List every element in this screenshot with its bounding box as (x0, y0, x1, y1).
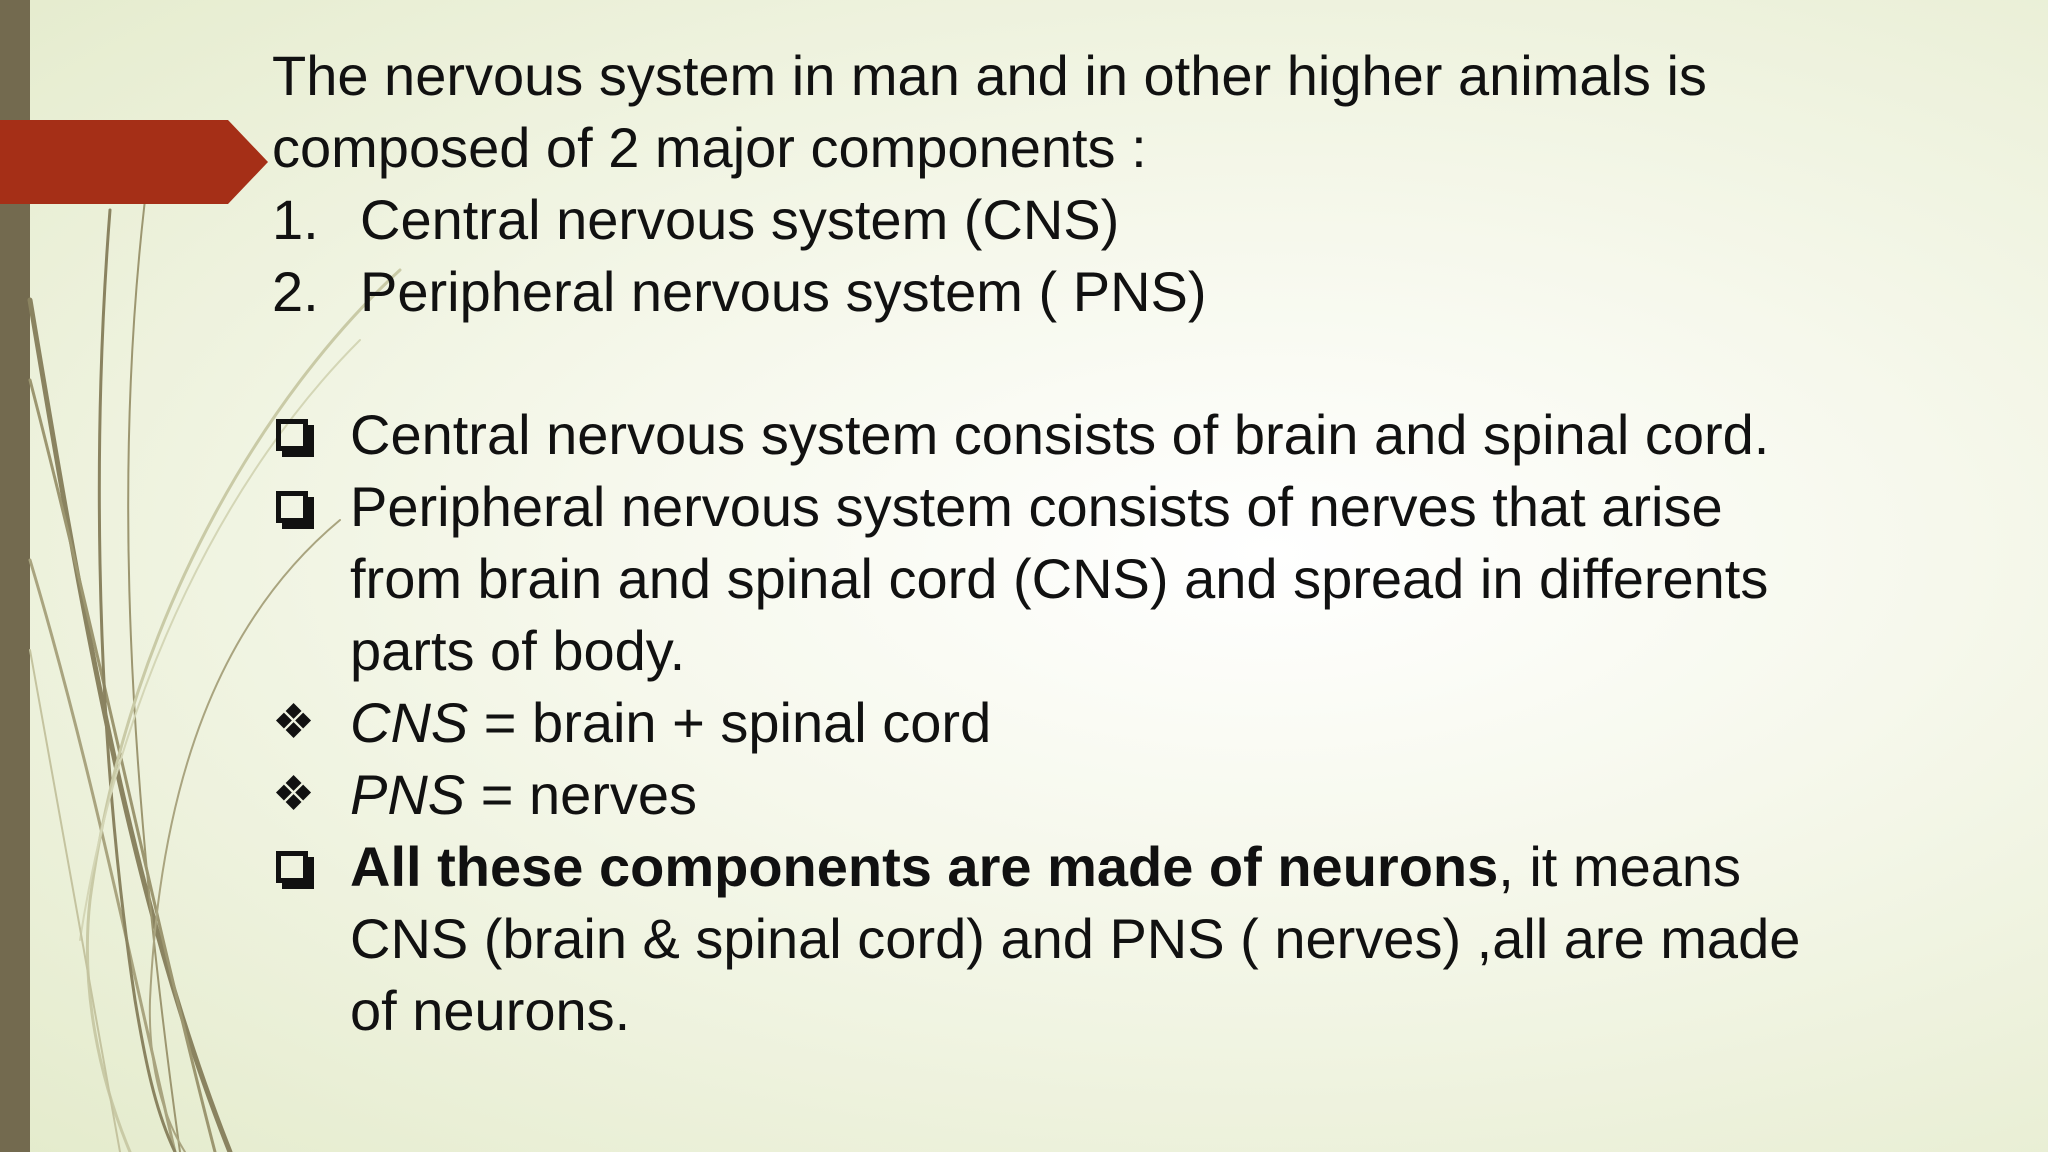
bullet-item-pns-equation: ❖ PNS = nerves (272, 759, 1972, 831)
diamond-bullet-icon: ❖ (272, 696, 316, 749)
square-bullet-icon (272, 399, 350, 471)
bullet-item-cns-equation: ❖ CNS = brain + spinal cord (272, 687, 1972, 759)
bullet-item-neurons: All these components are made of neurons… (272, 831, 1972, 1047)
bullet-text: CNS = brain + spinal cord (350, 691, 992, 754)
component-number: 2. (272, 260, 319, 323)
red-arrow-tab (0, 120, 268, 204)
slide-body: The nervous system in man and in other h… (272, 40, 1972, 1047)
bullet-text: PNS = nerves (350, 763, 698, 826)
component-number: 1. (272, 188, 319, 251)
bullet-item-pns: Peripheral nervous system consists of ne… (272, 471, 1972, 687)
intro-line-2: composed of 2 major components : (272, 116, 1147, 179)
square-bullet-icon (272, 831, 350, 903)
bullet-text: All these components are made of neurons… (350, 835, 1801, 1042)
diamond-bullet-icon: ❖ (272, 768, 316, 821)
bullet-text: Central nervous system consists of brain… (350, 403, 1770, 466)
component-text: Peripheral nervous system ( PNS) (360, 260, 1207, 323)
component-item-2: 2. Peripheral nervous system ( PNS) (272, 256, 1972, 328)
bullet-text: Peripheral nervous system consists of ne… (350, 475, 1769, 682)
square-bullet-icon (272, 471, 350, 543)
component-text: Central nervous system (CNS) (360, 188, 1120, 251)
intro-line-1: The nervous system in man and in other h… (272, 44, 1707, 107)
bullet-item-cns: Central nervous system consists of brain… (272, 399, 1972, 471)
component-item-1: 1. Central nervous system (CNS) (272, 184, 1972, 256)
